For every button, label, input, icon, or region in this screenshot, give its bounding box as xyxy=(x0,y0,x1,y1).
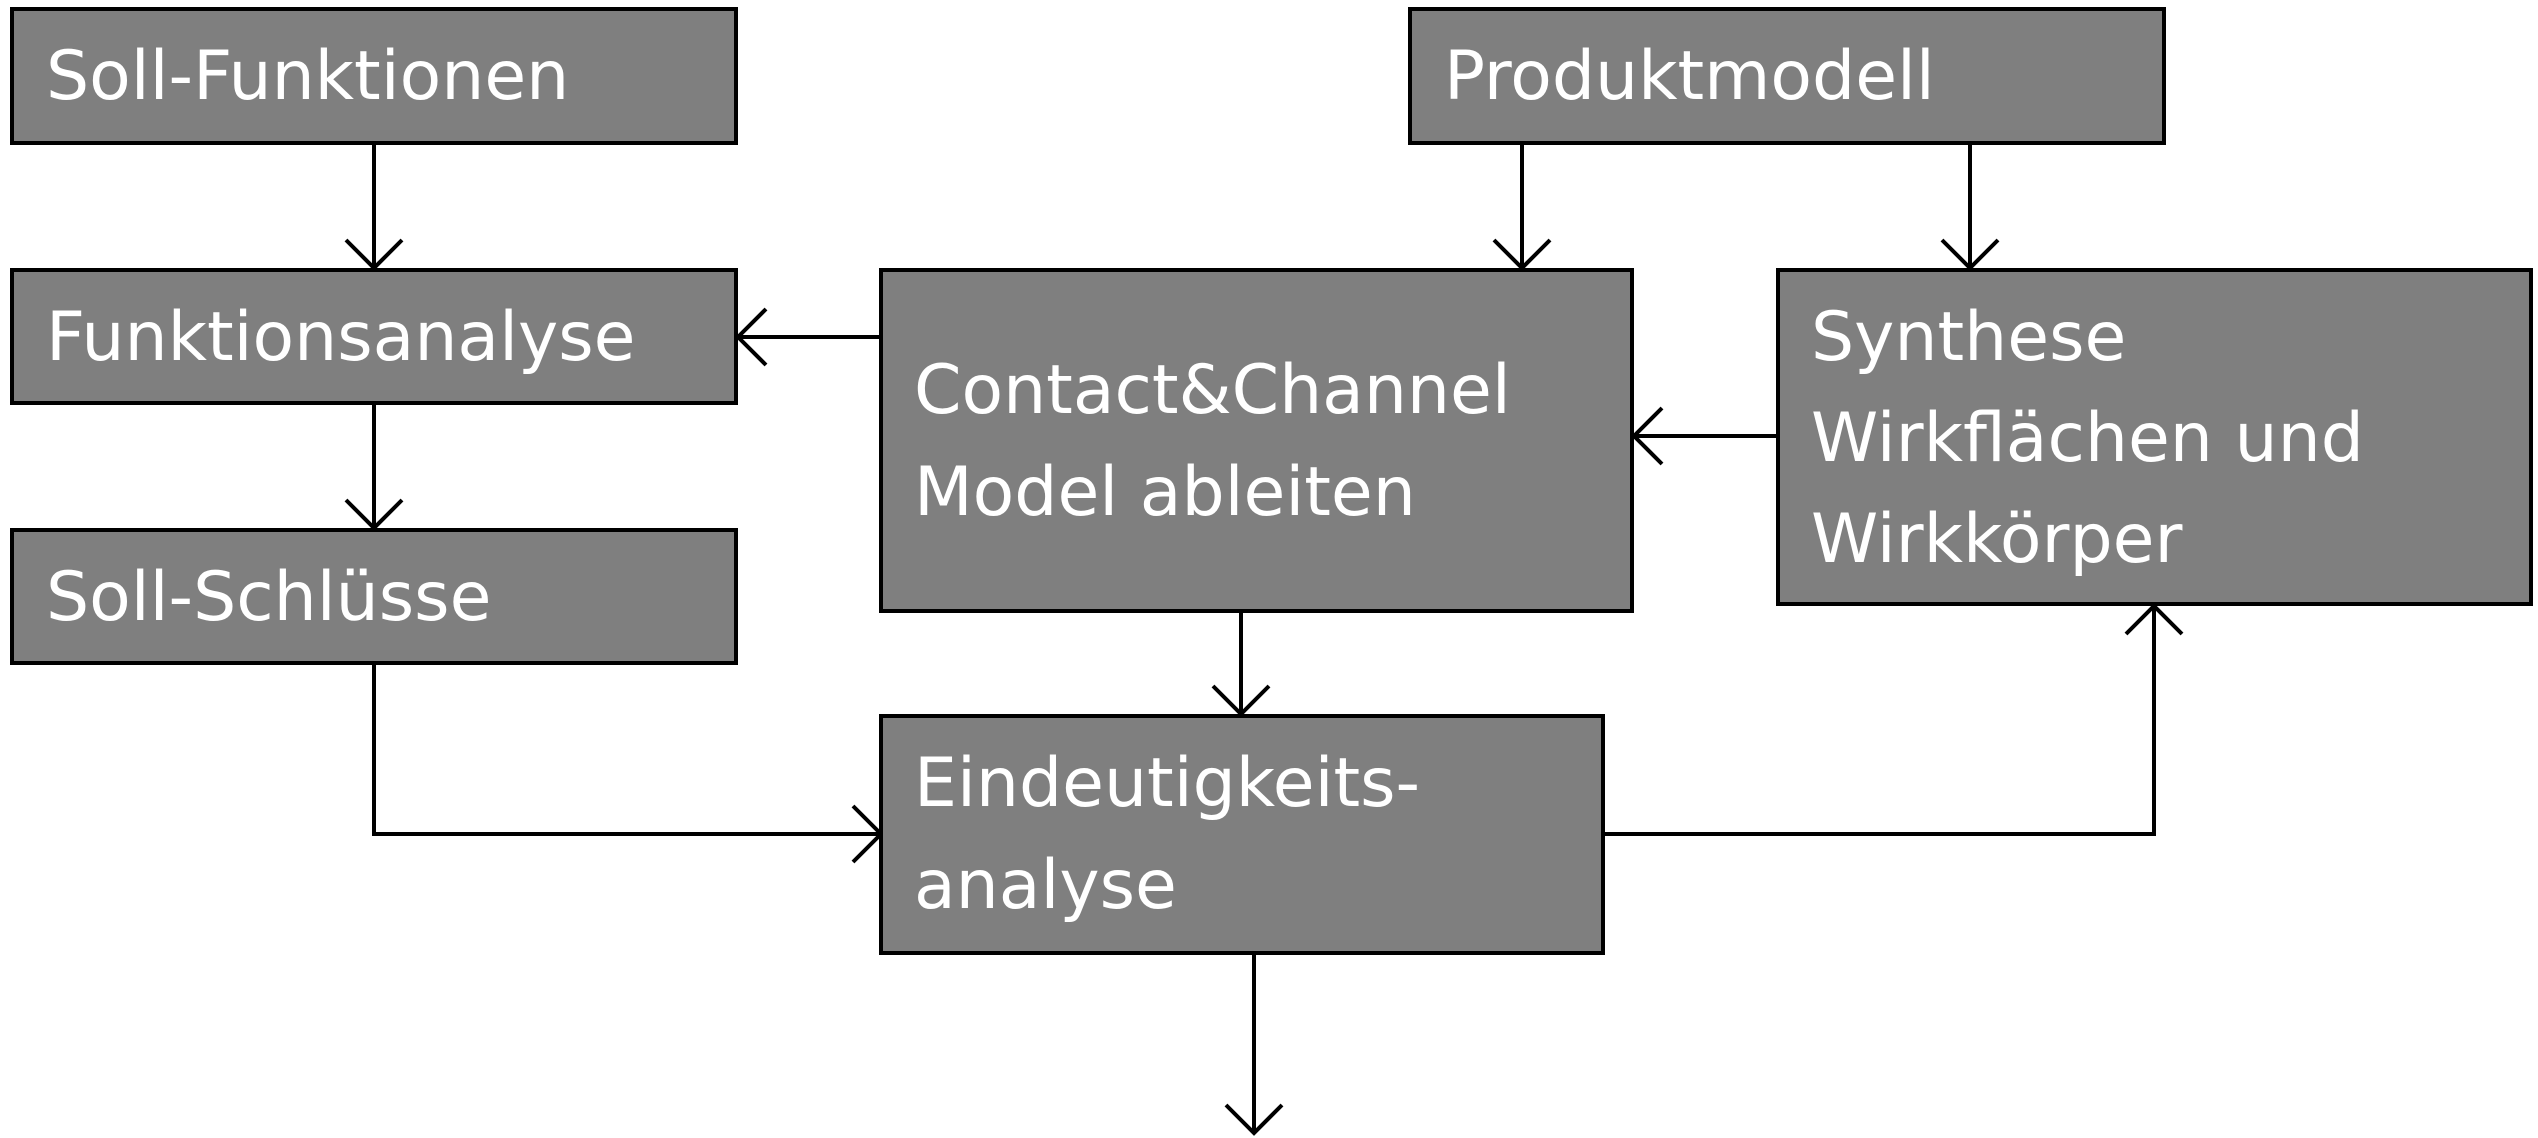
node-eindeutigkeitsanalyse: Eindeutigkeits- analyse xyxy=(879,714,1605,955)
arrow-synthese-to-contact-channel xyxy=(1631,406,1778,466)
arrow-soll-schluesse-to-eindeutigkeitsanalyse xyxy=(372,663,884,864)
node-line: Eindeutigkeits- xyxy=(914,744,1420,823)
node-funktionsanalyse-label: Funktionsanalyse xyxy=(46,298,636,377)
node-eindeutigkeitsanalyse-label: Eindeutigkeits- analyse xyxy=(914,744,1442,925)
arrow-produktmodell-to-synthese xyxy=(1940,143,2000,271)
arrow-contact-channel-to-funktionsanalyse xyxy=(735,307,881,367)
node-soll-funktionen-label: Soll-Funktionen xyxy=(46,37,569,116)
node-line: analyse xyxy=(914,846,1177,925)
node-funktionsanalyse: Funktionsanalyse xyxy=(10,268,738,405)
node-line: Contact&Channel xyxy=(914,351,1511,430)
arrow-eindeutigkeitsanalyse-to-output xyxy=(1224,953,1284,1136)
arrow-soll-funktionen-to-funktionsanalyse xyxy=(344,143,404,271)
node-synthese: Synthese Wirkflächen und Wirkkörper xyxy=(1776,268,2533,606)
node-line: Wirkkörper xyxy=(1811,500,2182,579)
node-line: Wirkflächen und xyxy=(1811,399,2364,478)
node-line: Synthese xyxy=(1811,298,2126,377)
node-produktmodell: Produktmodell xyxy=(1408,7,2166,145)
node-line: Produktmodell xyxy=(1444,37,1935,116)
node-contact-channel-label: Contact&Channel Model ableiten xyxy=(914,351,1532,532)
node-soll-schluesse: Soll-Schlüsse xyxy=(10,528,738,665)
node-contact-channel: Contact&Channel Model ableiten xyxy=(879,268,1634,613)
node-line: Model ableiten xyxy=(914,453,1416,532)
node-synthese-label: Synthese Wirkflächen und Wirkkörper xyxy=(1811,298,2386,579)
arrow-produktmodell-to-contact-channel xyxy=(1492,143,1552,271)
node-produktmodell-label: Produktmodell xyxy=(1444,37,1935,116)
node-soll-schluesse-label: Soll-Schlüsse xyxy=(46,558,491,637)
node-line: Soll-Schlüsse xyxy=(46,558,491,637)
arrow-funktionsanalyse-to-soll-schluesse xyxy=(344,403,404,531)
arrow-eindeutigkeitsanalyse-to-synthese xyxy=(1603,603,2184,836)
node-line: Funktionsanalyse xyxy=(46,298,636,377)
arrow-contact-channel-to-eindeutigkeitsanalyse xyxy=(1211,611,1271,717)
node-line: Soll-Funktionen xyxy=(46,37,569,116)
node-soll-funktionen: Soll-Funktionen xyxy=(10,7,738,145)
